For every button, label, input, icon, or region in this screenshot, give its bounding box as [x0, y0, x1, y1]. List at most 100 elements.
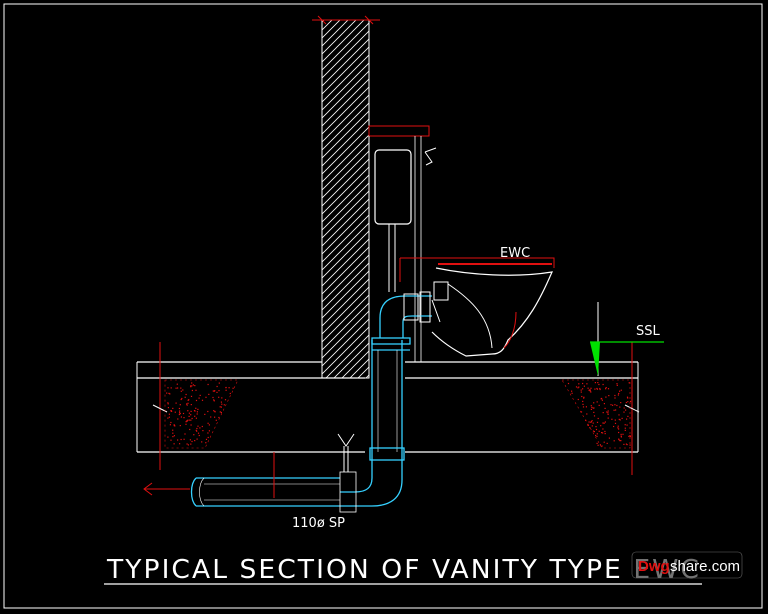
speckle [185, 421, 187, 423]
speckle [613, 440, 615, 442]
speckle [597, 444, 599, 446]
speckle [613, 425, 615, 428]
speckle [614, 397, 616, 399]
speckle [623, 443, 625, 445]
speckle [578, 383, 580, 385]
speckle [620, 436, 622, 438]
speckle [623, 411, 625, 413]
speckle [589, 390, 591, 392]
speckle [201, 425, 203, 428]
speckle [221, 397, 223, 399]
speckle [596, 435, 598, 437]
speckle [601, 432, 603, 434]
speckle [598, 383, 600, 386]
waste-pipe [190, 291, 432, 513]
speckle [220, 406, 222, 408]
speckle [182, 389, 184, 391]
speckle [196, 411, 198, 413]
drawing-frame [3, 3, 763, 609]
speckle [195, 407, 197, 409]
speckle [618, 428, 620, 430]
speckle [599, 388, 601, 391]
speckle [624, 427, 626, 429]
speckle [590, 391, 592, 393]
speckle [196, 438, 198, 440]
speckle [626, 444, 628, 446]
speckle [184, 396, 186, 398]
speckle [190, 443, 192, 445]
speckle [214, 416, 216, 418]
speckle [213, 390, 215, 392]
speckle [191, 440, 193, 443]
speckle [207, 436, 209, 439]
speckle [191, 389, 193, 392]
speckle [603, 441, 605, 443]
speckle [190, 410, 192, 412]
speckle [596, 387, 598, 390]
speckle [618, 414, 620, 416]
speckle [186, 443, 188, 445]
speckle [587, 424, 589, 426]
speckle [608, 395, 610, 397]
ewc-bowl [431, 257, 555, 357]
speckle [183, 417, 185, 419]
speckle [220, 411, 222, 414]
speckle [195, 389, 197, 391]
speckle [187, 410, 189, 412]
speckle [590, 408, 592, 410]
speckle [216, 385, 218, 388]
speckle [595, 426, 597, 428]
speckle [607, 413, 609, 415]
speckle [606, 411, 608, 413]
speckle [207, 422, 209, 424]
speckle [587, 423, 589, 426]
speckle [608, 437, 610, 439]
speckle [596, 421, 599, 423]
speckle [177, 418, 179, 420]
speckle [167, 403, 169, 405]
speckle [601, 399, 603, 401]
speckle [627, 397, 629, 399]
speckle [177, 387, 179, 389]
speckle [218, 390, 220, 392]
speckle [173, 424, 175, 426]
speckle [172, 407, 174, 409]
speckle [172, 429, 174, 431]
speckle [628, 382, 630, 384]
speckle [208, 393, 210, 395]
speckle [611, 418, 613, 420]
speckle [588, 389, 590, 391]
speckle [215, 419, 217, 421]
speckle [186, 404, 188, 406]
speckle [232, 387, 234, 389]
speckle [586, 413, 588, 415]
watermark-brand: Dwg [638, 558, 670, 575]
speckle [187, 402, 189, 404]
speckle [626, 418, 628, 420]
speckle [229, 392, 231, 395]
speckle [167, 417, 169, 419]
speckle [201, 441, 203, 443]
speckle [190, 419, 192, 421]
speckle [189, 428, 191, 431]
speckle [603, 403, 605, 405]
speckle [619, 406, 621, 408]
speckle [177, 439, 179, 441]
speckle [190, 395, 193, 397]
speckle [590, 421, 592, 423]
floor-slab [136, 342, 640, 475]
speckle [218, 382, 220, 384]
speckle [587, 387, 589, 389]
speckle [599, 387, 601, 390]
speckle [173, 435, 175, 437]
speckle [614, 419, 616, 421]
speckle [212, 390, 214, 392]
speckle [626, 396, 629, 398]
speckle [618, 392, 620, 395]
speckle [186, 420, 188, 422]
speckle [599, 444, 601, 446]
speckle [567, 382, 570, 385]
speckle [580, 391, 582, 393]
speckle [619, 440, 621, 442]
pipe-size-label: 110ø SP [292, 516, 345, 531]
